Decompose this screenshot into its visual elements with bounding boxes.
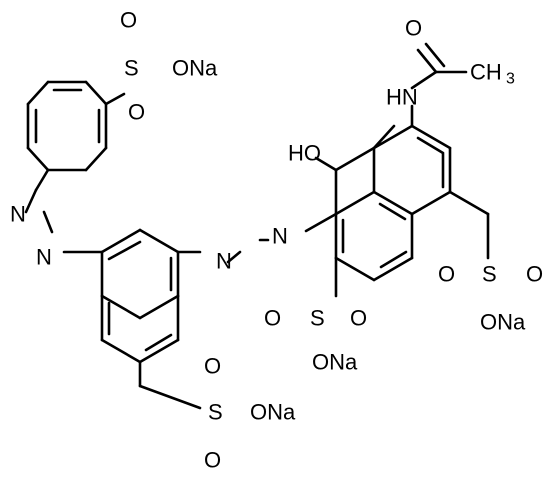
bond [100, 338, 142, 364]
atom-ch3-subscript: 3 [506, 71, 515, 88]
atom-ho: HO [288, 141, 321, 166]
bond [410, 70, 438, 90]
atom-ona-mid: ONa [312, 350, 358, 375]
bond [416, 48, 438, 74]
atom-labels: O CH 3 HN HO N N N N O S ONa O O S O ONa… [10, 8, 543, 473]
atom-n-azo-left-2: N [36, 245, 52, 270]
bond [24, 188, 38, 214]
bond [416, 136, 445, 155]
atom-n-azo-right-2: N [216, 249, 232, 274]
bond [334, 146, 376, 172]
bond [144, 333, 173, 352]
atom-o-mid-2: O [350, 306, 367, 331]
bond [26, 80, 50, 106]
bond [107, 240, 142, 261]
bond [104, 92, 126, 106]
atom-n-azo-right-1: N [272, 224, 288, 249]
bond [424, 42, 446, 68]
bond [372, 190, 414, 216]
bond [372, 124, 396, 150]
bond [314, 156, 338, 172]
bond [100, 294, 142, 320]
bond [138, 384, 202, 410]
bond [226, 250, 242, 264]
bond-lines [24, 42, 490, 410]
bond [34, 168, 50, 192]
bond [138, 228, 180, 254]
bond [372, 256, 414, 282]
bond [100, 228, 142, 254]
bond [84, 80, 108, 106]
atom-s-right: S [482, 262, 497, 287]
atom-o-acetyl: O [405, 16, 422, 41]
atom-s-top: S [124, 56, 139, 81]
bond [372, 124, 414, 150]
bond [410, 124, 452, 150]
bond [138, 294, 180, 320]
atom-o-mid-1: O [264, 306, 281, 331]
atom-hn: HN [386, 85, 418, 110]
atom-s-mid: S [310, 306, 325, 331]
bond [410, 190, 452, 216]
bond [42, 210, 54, 234]
atom-ona-right: ONa [480, 310, 526, 335]
atom-o-top-1: O [120, 8, 137, 33]
bond [334, 190, 376, 216]
bond [378, 202, 407, 221]
bond [448, 190, 490, 216]
atom-o-top-2: O [128, 100, 145, 125]
atom-o-right-2: O [526, 262, 543, 287]
bond [26, 146, 50, 172]
atom-o-bottom-1: O [204, 354, 221, 379]
bond [304, 212, 338, 233]
atom-s-bottom: S [208, 400, 223, 425]
bond [334, 256, 376, 282]
atom-o-bottom-2: O [204, 448, 221, 473]
bond [138, 338, 180, 364]
atom-n-azo-left-1: N [10, 202, 26, 227]
atom-ona-top: ONa [172, 56, 218, 81]
atom-o-right-1: O [438, 262, 455, 287]
atom-ch3: CH [470, 60, 502, 85]
bond [379, 250, 408, 269]
bond [84, 146, 108, 172]
atom-ona-bottom: ONa [250, 400, 296, 425]
